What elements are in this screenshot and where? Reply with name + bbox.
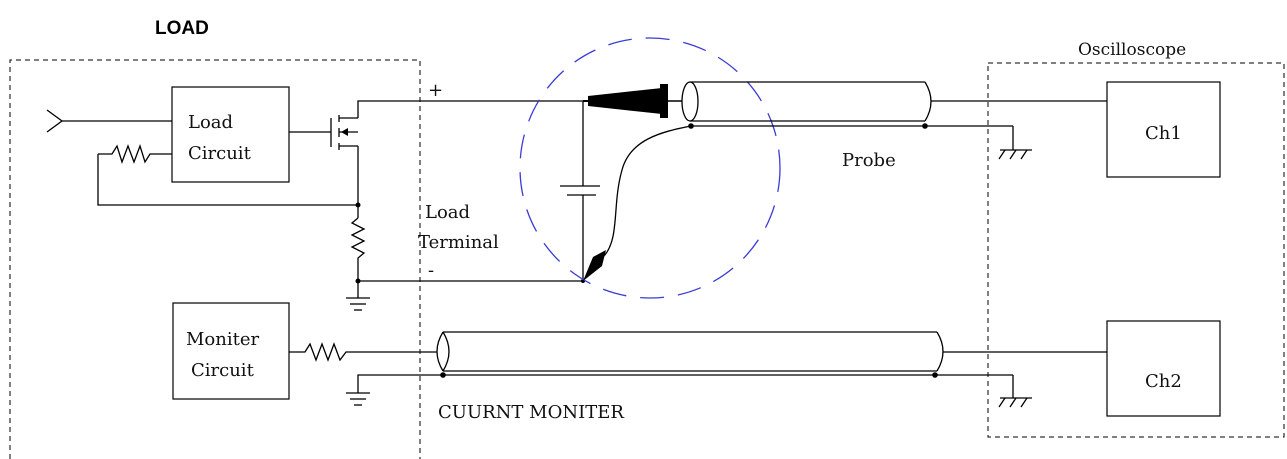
ch2-label: Ch2 — [1145, 371, 1182, 392]
mosfet — [289, 115, 358, 150]
ground-icon — [346, 392, 370, 406]
ch2-box — [1106, 320, 1221, 417]
moniter-circuit-box — [172, 302, 290, 400]
probe-highlight-circle — [519, 37, 781, 299]
load-terminal-label-1: Load — [425, 202, 470, 223]
monitor-ground-wire — [357, 374, 1013, 393]
current-monitor-label: CUURNT MONITER — [438, 402, 624, 423]
ground-icon — [346, 281, 370, 311]
monitor-resistor — [289, 342, 437, 362]
probe-label: Probe — [842, 150, 896, 171]
load-title: LOAD — [155, 18, 209, 39]
ground-clip — [583, 250, 606, 281]
load-circuit-label-2: Circuit — [188, 143, 252, 164]
oscilloscope-title: Oscilloscope — [1078, 40, 1186, 60]
chassis-ground-icon — [998, 375, 1032, 408]
chassis-ground-icon — [998, 126, 1032, 160]
plus-terminal-sign: + — [428, 80, 443, 101]
drain-wire — [357, 100, 583, 118]
junction-dot — [355, 202, 361, 208]
minus-terminal-sign: - — [428, 260, 434, 281]
input-arrow — [46, 109, 64, 133]
load-terminal-label-2: Terminal — [418, 232, 499, 253]
feedback-resistor — [98, 143, 172, 165]
probe-ground-lead — [603, 125, 692, 257]
feedback-wire — [97, 154, 358, 206]
capacitor — [560, 101, 600, 281]
ch1-label: Ch1 — [1145, 123, 1182, 144]
ch1-box — [1106, 81, 1221, 178]
oscilloscope-enclosure — [987, 62, 1285, 438]
sense-resistor — [350, 217, 366, 281]
probe-tip — [583, 84, 684, 118]
moniter-circuit-label-2: Circuit — [191, 360, 255, 381]
monitor-cable — [436, 331, 944, 372]
junction-dot — [440, 372, 446, 378]
load-circuit-label-1: Load — [188, 112, 233, 133]
load-circuit-box — [171, 86, 290, 183]
probe-cable — [681, 81, 932, 122]
junction-dot — [932, 372, 938, 378]
load-enclosure — [9, 59, 421, 459]
moniter-circuit-label-1: Moniter — [186, 329, 260, 350]
